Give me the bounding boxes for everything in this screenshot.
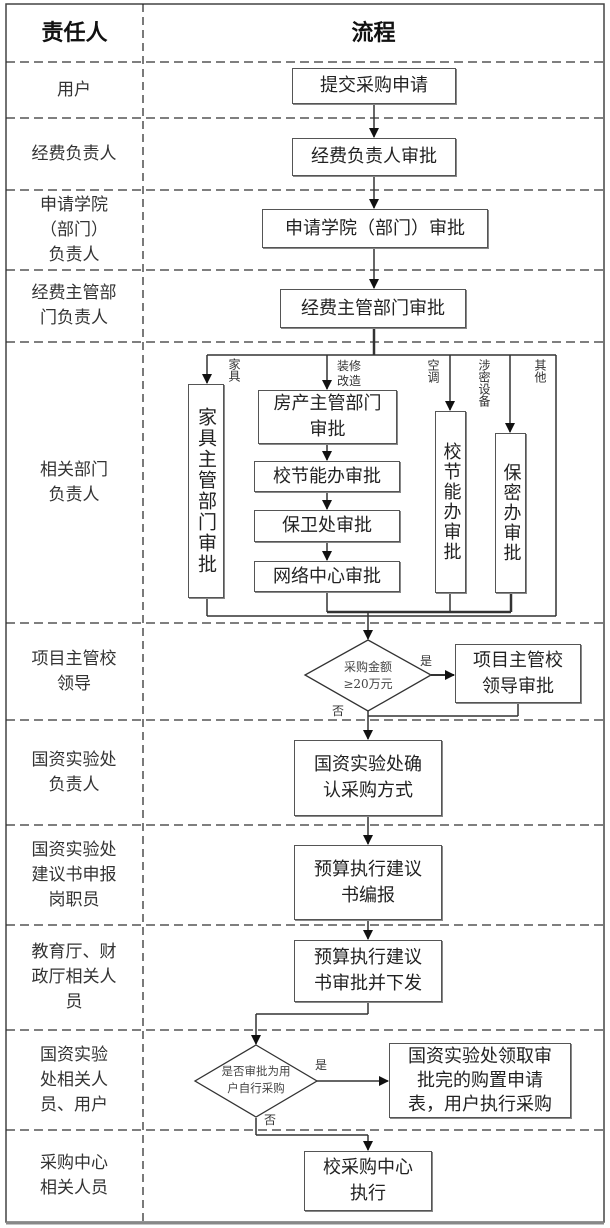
header-role: 责任人: [41, 20, 108, 46]
role-label: 采购中心相关人员: [6, 1130, 142, 1222]
step-text-line: 预算执行建议: [314, 858, 422, 880]
role-label-line: 负责人: [48, 484, 100, 505]
role-label-line: 领导: [57, 673, 91, 694]
role-label-line: 建议书申报: [31, 864, 117, 885]
step-text-line: 领导审批: [482, 675, 554, 697]
role-label: 相关部门负责人: [6, 342, 142, 623]
step-text-line: 国资实验处领取审: [408, 1045, 552, 1067]
step-text-line: 书编报: [341, 884, 395, 906]
step-text-line: 房产主管部门: [273, 393, 382, 414]
role-label: 国资实验处负责人: [6, 720, 142, 825]
step-confirm-purchase-method: 国资实验处确认采购方式: [294, 740, 442, 816]
role-label-line: 处相关人: [40, 1069, 108, 1090]
decision-amount-text: 采购金额≥20万元: [343, 660, 393, 691]
step-text-line: 批完的购置申请: [417, 1069, 543, 1091]
step-fund-dept-approval: 经费主管部门审批: [280, 289, 466, 328]
role-label-line: 国资实验处: [31, 749, 117, 770]
step-text-line: 表，用户执行采购: [408, 1093, 552, 1115]
role-label: 用户: [6, 62, 142, 118]
step-proposal-review: 预算执行建议书审批并下发: [294, 940, 442, 1002]
role-label: 国资实验处相关人员、用户: [6, 1030, 142, 1130]
role-label: 经费负责人: [6, 118, 142, 190]
role-label-line: 相关人员: [40, 1178, 108, 1198]
step-security-approval: 保卫处审批: [254, 510, 400, 542]
branch-label-renovation: 装修改造: [337, 359, 362, 388]
decision-self-purchase-text: 是否审批为用户自行采购: [221, 1064, 291, 1095]
step-housing-approval: 房产主管部门审批: [258, 390, 397, 444]
role-label-line: 岗职员: [48, 889, 100, 910]
role-label: 项目主管校领导: [6, 623, 142, 720]
lane-separators: [6, 61, 604, 1131]
role-label: 申请学院 （部门） 负责人: [6, 190, 142, 270]
step-text-line: 执行: [350, 1183, 386, 1204]
decision-amount-diamond: [303, 639, 433, 712]
role-label-line: 负责人: [48, 244, 100, 265]
branch-label-other: 其他: [533, 359, 547, 383]
role-label-line: 门负责人: [40, 308, 108, 328]
role-label-line: 相关部门: [40, 459, 108, 480]
step-proposal-compile: 预算执行建议书编报: [294, 845, 442, 920]
role-label-line: 项目主管校: [31, 648, 117, 669]
decision-self-purchase-diamond: [193, 1044, 319, 1118]
decision-amount-yes: 是: [420, 654, 433, 668]
branch-label-secret-equipment: 涉密设备: [477, 359, 491, 407]
role-label-line: 员、用户: [40, 1094, 108, 1115]
role-label: 经费主管部门负责人: [6, 270, 142, 342]
step-energy-office-approval: 校节能办审批: [254, 461, 400, 492]
branch-label-aircon: 空调: [426, 359, 440, 383]
step-energy-office-approval-aircon: 校节能办审批: [435, 411, 466, 593]
step-college-approval: 申请学院（部门）审批: [262, 209, 488, 248]
step-submit-request: 提交采购申请: [292, 68, 456, 104]
role-label-line: 员: [65, 992, 83, 1012]
step-text-line: 预算执行建议: [314, 947, 422, 968]
step-text-line: 认采购方式: [323, 780, 413, 801]
decision-self-purchase-yes: 是: [315, 1058, 328, 1072]
decision-amount-no: 否: [332, 704, 345, 718]
role-label-line: 用户: [57, 79, 91, 100]
branch-label-furniture: 家具: [227, 358, 241, 382]
role-label-line: 教育厅、财: [31, 942, 117, 962]
role-label-line: 经费主管部: [31, 283, 117, 303]
step-text-line: 审批: [309, 419, 346, 440]
role-label: 教育厅、财政厅相关人员: [6, 925, 142, 1030]
role-label-line: 申请学院: [40, 194, 108, 215]
decision-self-purchase-no: 否: [264, 1113, 277, 1127]
step-secrecy-office-approval: 保密办审批: [495, 433, 526, 593]
step-text-line: 项目主管校: [473, 649, 563, 671]
connectors: [202, 104, 557, 1151]
role-label-line: 采购中心: [40, 1153, 108, 1173]
step-self-purchase: 国资实验处领取审批完的购置申请表，用户执行采购: [389, 1043, 571, 1118]
step-procurement-center: 校采购中心执行: [304, 1151, 432, 1211]
role-label-line: 经费负责人: [31, 143, 117, 164]
step-text-line: 校采购中心: [323, 1157, 413, 1178]
role-label-line: （部门）: [40, 219, 108, 240]
role-label-line: 国资实验处: [31, 839, 117, 860]
step-leader-approval: 项目主管校领导审批: [455, 644, 581, 703]
step-text-line: 书审批并下发: [314, 973, 422, 994]
role-label-line: 国资实验: [40, 1044, 108, 1065]
step-text-line: 国资实验处确: [314, 754, 422, 775]
step-fund-owner-approval: 经费负责人审批: [292, 138, 456, 176]
role-label: 国资实验处建议书申报岗职员: [6, 825, 142, 925]
role-label-line: 政厅相关人: [31, 967, 117, 987]
header-process: 流程: [351, 20, 396, 46]
step-network-center-approval: 网络中心审批: [254, 561, 400, 592]
role-label-line: 负责人: [48, 774, 100, 795]
step-furniture-approval: 家具主管部门审批: [188, 384, 224, 598]
